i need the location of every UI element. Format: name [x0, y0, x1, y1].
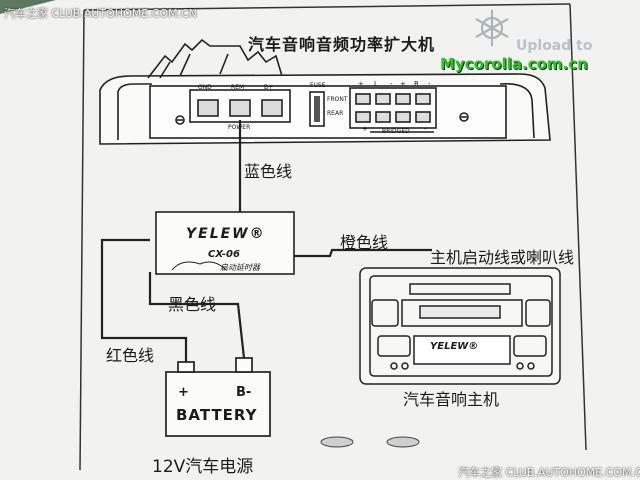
battery-minus: B-: [236, 385, 252, 400]
amp-terminal-rem: REM: [231, 84, 245, 91]
power-source-label: 12V汽车电源: [152, 457, 254, 477]
wire-label-black: 黑色线: [168, 295, 217, 314]
amp-title: 汽车音响音频功率扩大机: [248, 35, 436, 54]
amp-polarity: R: [414, 80, 419, 88]
paper-clips: [320, 436, 420, 448]
orange-wire: [292, 248, 432, 258]
snowflake-icon: [475, 10, 509, 46]
amp-bridged-label: BRIDGED: [382, 128, 410, 135]
amp-terminal-gnd: GND: [198, 84, 212, 91]
delay-brand: YELEW®: [186, 226, 266, 242]
amp-bridged-polarity: -: [424, 125, 427, 133]
site-name: Mycorolla.com.cn: [440, 55, 588, 73]
battery: [165, 357, 271, 437]
head-unit-brand: YELEW®: [430, 341, 479, 352]
amp-terminal-bplus: B+: [264, 84, 274, 91]
watermark-bottom: 汽车之家 CLUB.AUTOHOME.COM.CN: [458, 466, 640, 479]
amp-polarity: -: [428, 80, 431, 88]
delay-model: CX-06: [208, 249, 240, 260]
amp-polarity: +: [358, 80, 364, 88]
amplifier: [99, 38, 551, 145]
amp-fuse-label: FUSE: [310, 82, 326, 89]
amp-polarity: +: [400, 80, 406, 88]
amp-power-label: POWER: [228, 124, 251, 131]
watermark-top: 汽车之家 CLUB.AUTOHOME.COM.CN: [4, 7, 197, 20]
upload-text: Upload to: [516, 38, 593, 54]
head-unit-wire-label: 主机启动线或喇叭线: [430, 248, 575, 267]
black-wire: [148, 272, 246, 359]
amp-bridged-polarity: +: [362, 125, 368, 133]
paper-border: [83, 3, 571, 11]
delay-module: [155, 211, 295, 275]
head-unit-label: 汽车音响主机: [403, 390, 500, 409]
wires: [100, 120, 432, 364]
paper-border: [569, 3, 587, 451]
battery-label: BATTERY: [176, 406, 258, 424]
amp-polarity: L: [374, 80, 378, 88]
wire-label-blue: 蓝色线: [244, 162, 293, 181]
amp-polarity: -: [390, 80, 393, 88]
wire-label-orange: 橙色线: [340, 233, 389, 252]
head-unit: [359, 267, 561, 385]
delay-caption: 启动延时器: [220, 263, 260, 272]
amp-rear-label: REAR: [327, 110, 344, 117]
red-wire: [100, 238, 188, 364]
paper-border: [79, 9, 85, 471]
amp-front-label: FRONT: [327, 96, 348, 103]
wire-label-red: 红色线: [106, 346, 155, 365]
battery-plus: +: [178, 385, 189, 400]
